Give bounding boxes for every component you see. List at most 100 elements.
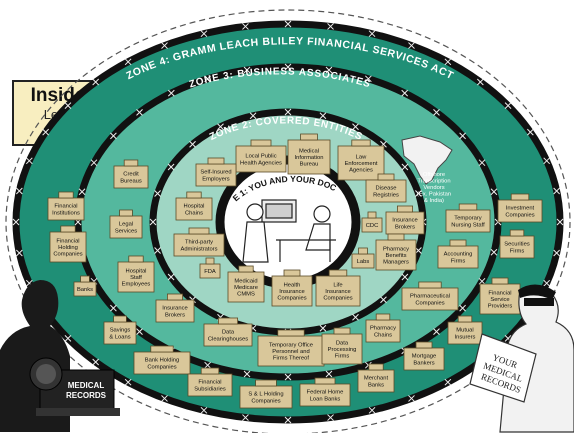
barb-mark [25, 157, 33, 165]
entity-label: Companies [277, 296, 306, 302]
laptop-label-line1: MEDICAL [68, 381, 105, 390]
entity-cdc: CDC [361, 211, 383, 233]
entity-label: Temporary [454, 216, 481, 222]
entity-label: Health [284, 282, 301, 288]
barb-mark [401, 89, 409, 97]
barb-mark [284, 63, 292, 71]
entity-label: Temporary Office [269, 342, 313, 348]
entity-label: Pharmacy [383, 246, 409, 252]
entity-label: Nursing Staff [451, 222, 485, 228]
barb-mark [553, 249, 561, 257]
entity-label: Life [333, 282, 342, 288]
building-icon [257, 335, 325, 367]
barb-mark [167, 89, 175, 97]
barb-mark [284, 373, 292, 381]
entity-label: Firms [451, 258, 466, 264]
entity-label: CMMS [237, 292, 255, 298]
entity-label: Offshore [423, 172, 445, 178]
entity-label: Medicare [234, 285, 258, 291]
entity-label: Banks [368, 382, 384, 388]
entity-label: Financial [54, 204, 77, 210]
building-roof-icon [283, 269, 301, 277]
building-roof-icon [200, 367, 220, 375]
entity-label: Institutions [52, 210, 80, 216]
building-roof-icon [250, 139, 272, 147]
entity-label: Holding [58, 245, 78, 251]
barb-mark [490, 248, 498, 256]
barb-mark [136, 109, 143, 116]
barb-mark [249, 112, 257, 120]
entity-label: Loan Banks [310, 396, 341, 402]
building-roof-icon [80, 275, 90, 283]
entity-label: Medicaid [234, 278, 257, 284]
building-roof-icon [509, 229, 525, 237]
barb-mark [242, 23, 249, 30]
barb-mark [380, 296, 387, 304]
barb-mark [243, 370, 251, 378]
barb-mark [478, 277, 486, 285]
entity-label: Investment [506, 206, 535, 212]
building-roof-icon [277, 329, 305, 337]
entity-label: Insurance [392, 218, 417, 224]
entity-label: Information [295, 155, 324, 161]
entity-label: Pharmaceutical [410, 294, 450, 300]
barb-mark [319, 112, 327, 120]
building-roof-icon [113, 315, 127, 323]
entity-savings-loans: Savings& Loans [103, 315, 137, 345]
building-roof-icon [491, 277, 509, 285]
entity-label: Legal [119, 222, 133, 228]
barb-mark [154, 247, 161, 254]
entity-label: Chains [374, 332, 392, 338]
entity-label: Accounting [444, 252, 473, 258]
building-roof-icon [150, 345, 174, 353]
barb-mark [352, 313, 359, 321]
entity-label: Disease [376, 186, 397, 192]
barb-mark [433, 109, 440, 116]
barb-mark [161, 395, 168, 402]
entity-label: Self-Insured [200, 170, 231, 176]
building-icon [321, 333, 363, 365]
building-roof-icon [328, 269, 348, 277]
entity-label: Administrators [180, 246, 217, 252]
entity-label: Staff [130, 275, 142, 281]
entity-labs: Labs [351, 247, 375, 269]
entity-label: Companies [147, 364, 176, 370]
building-icon [271, 275, 313, 307]
building-roof-icon [415, 341, 433, 349]
entity-label: & India) [424, 198, 444, 204]
barb-mark [327, 414, 334, 421]
barb-mark [242, 414, 249, 421]
building-roof-icon [255, 379, 277, 387]
entity-fda: FDA [199, 257, 221, 279]
building-roof-icon [333, 327, 351, 335]
entity-label: Transcription [417, 178, 450, 184]
entity-label: Health Agencies [240, 160, 282, 166]
india-map-icon [401, 135, 453, 185]
building-icon [479, 283, 521, 315]
entity-label: Medical [299, 148, 319, 154]
entity-label: Bankers [413, 360, 434, 366]
entity-label: Data [336, 340, 349, 346]
entity-label: Service [490, 297, 509, 303]
building-roof-icon [123, 159, 139, 167]
barb-mark [365, 75, 372, 83]
building-icon [235, 145, 287, 173]
building-icon [337, 145, 385, 181]
entity-label: Merchant [364, 376, 389, 382]
entity-label: Financial [56, 238, 79, 244]
entity-label: Pharmacy [370, 326, 396, 332]
entity-label: Employers [202, 176, 229, 182]
